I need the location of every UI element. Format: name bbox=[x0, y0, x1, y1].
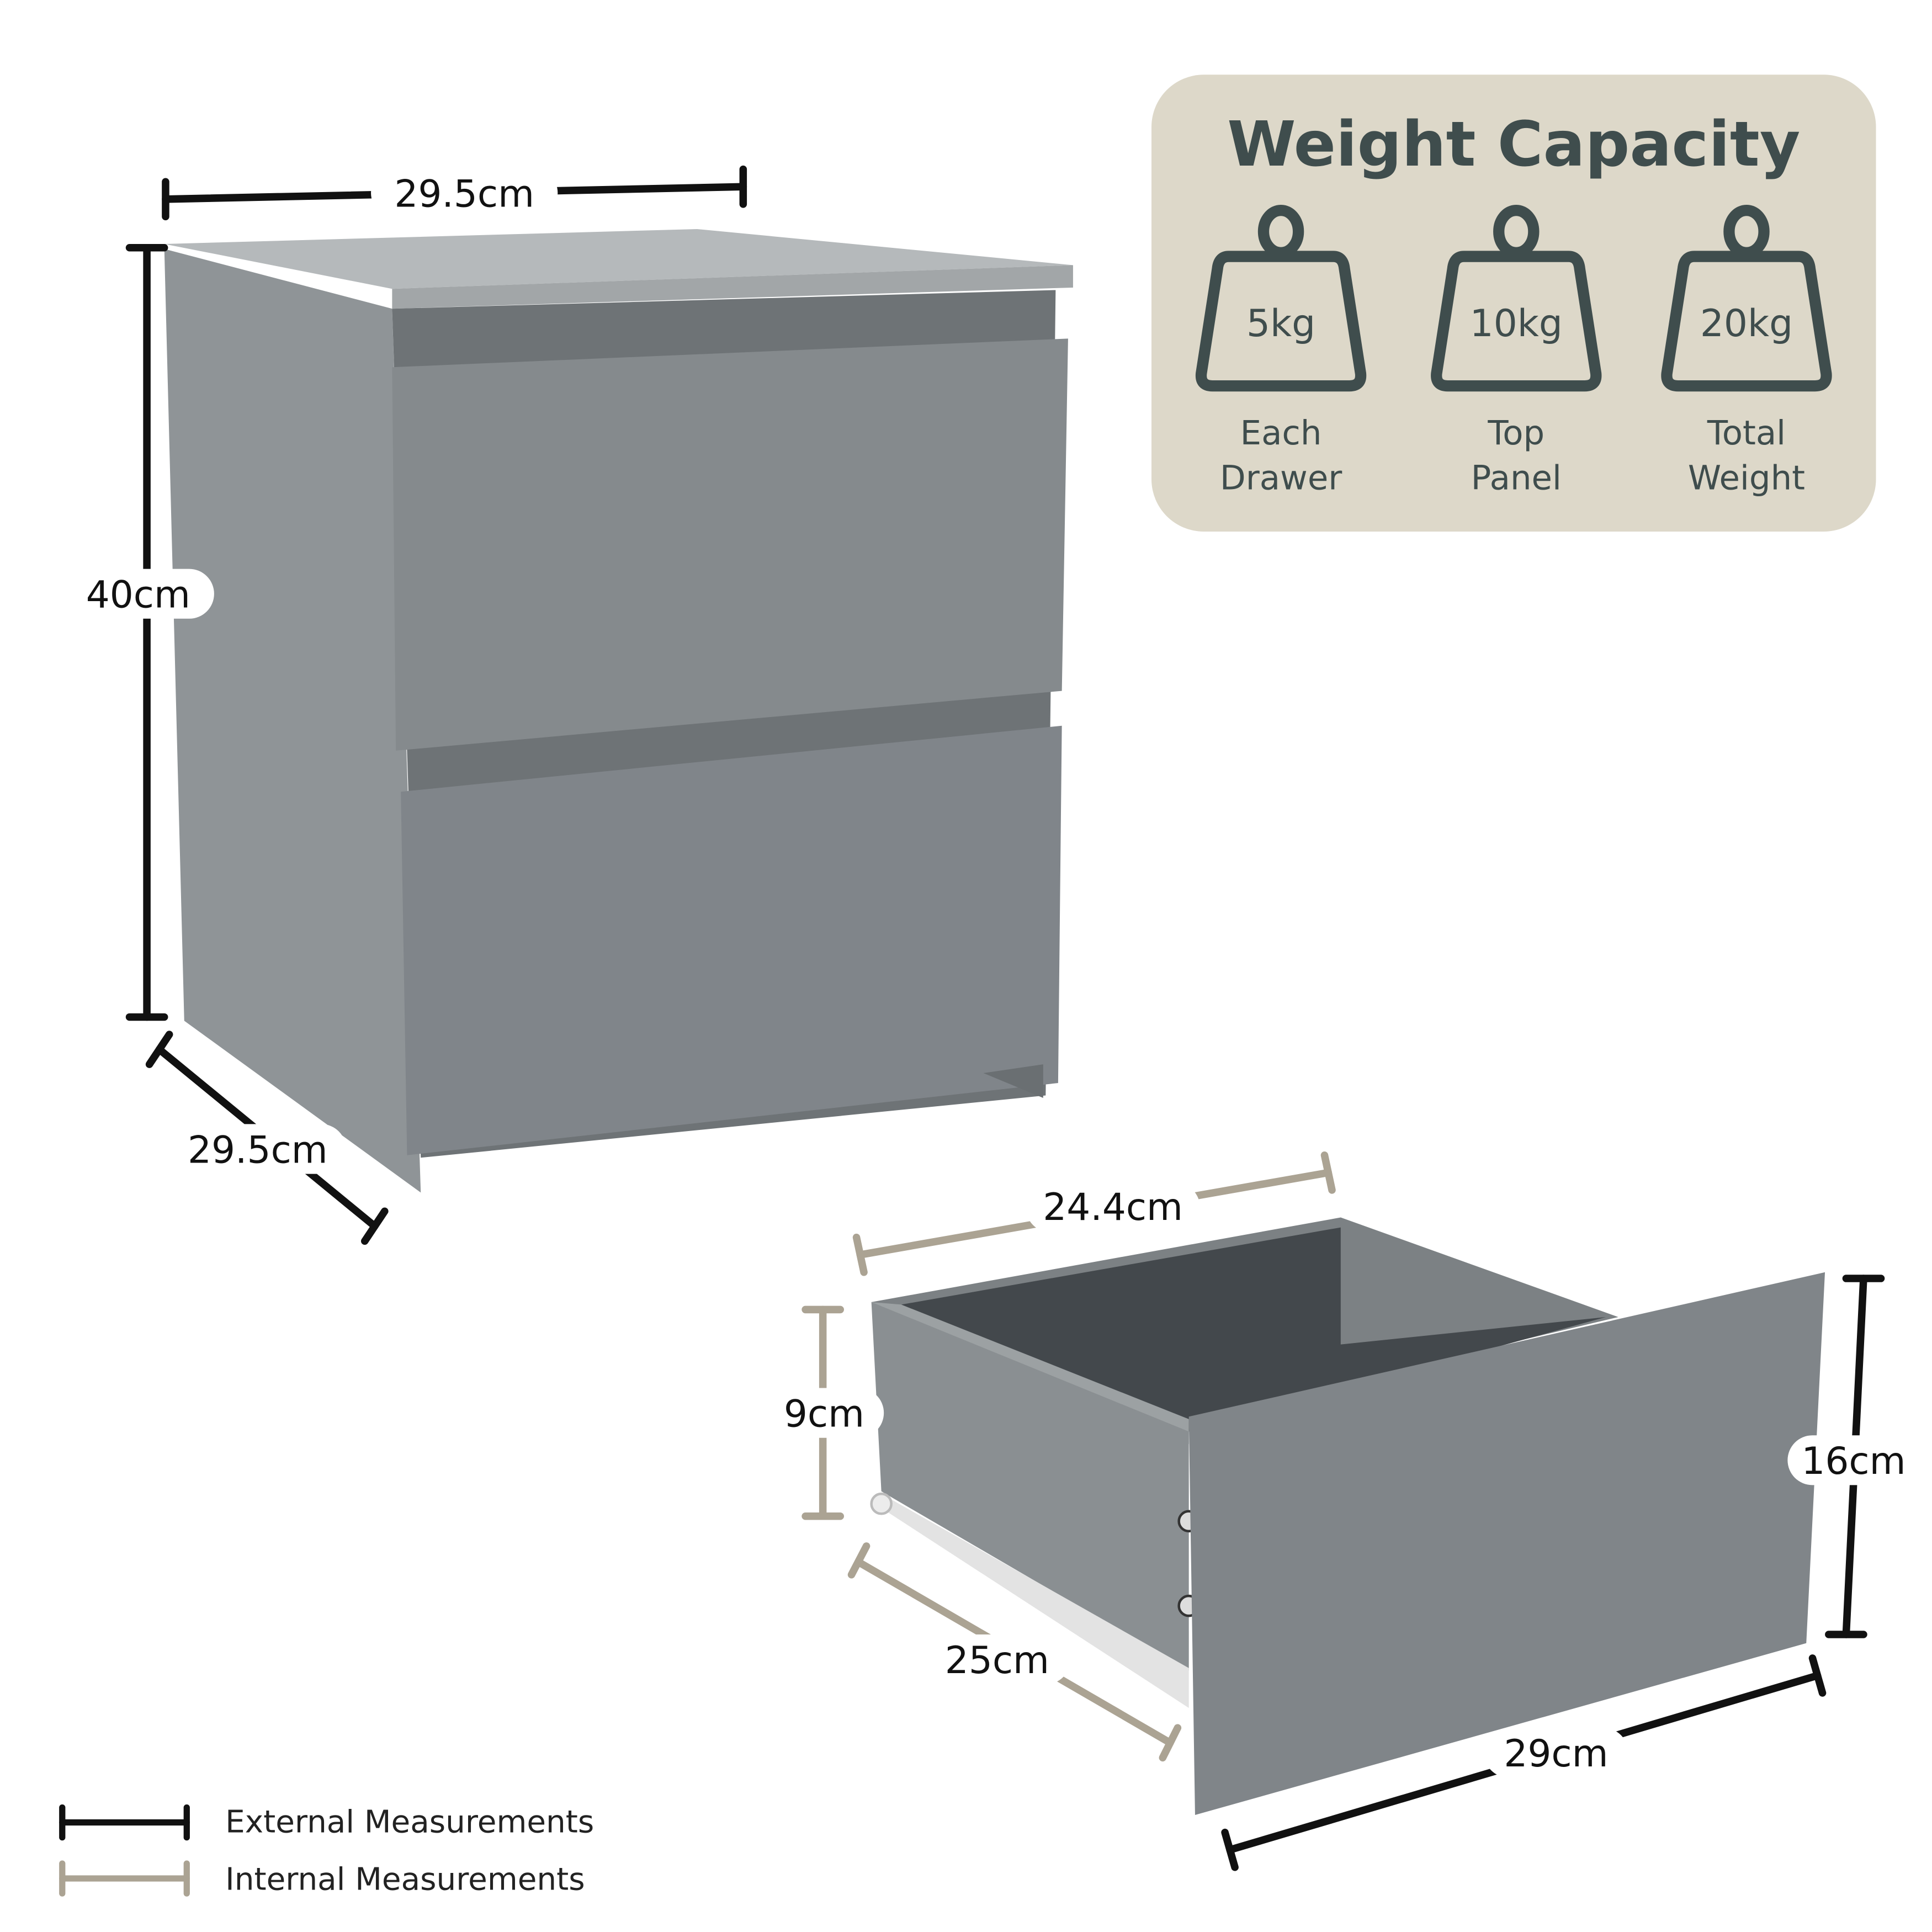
kettlebell-weight-icon bbox=[1195, 204, 1367, 392]
bedside-cabinet bbox=[164, 229, 1073, 1193]
weight-item-each-drawer: 5kg Each Drawer bbox=[1195, 204, 1367, 497]
cabinet-depth-label: 29.5cm bbox=[188, 1128, 328, 1171]
weight-label-line2: Weight bbox=[1688, 458, 1805, 497]
cabinet-top-edge bbox=[392, 265, 1073, 309]
weight-item-top-panel: 10kg Top Panel bbox=[1431, 204, 1602, 497]
runner-wheel bbox=[870, 1492, 893, 1515]
drawer-front-panel bbox=[1188, 1272, 1825, 1816]
cabinet-side-panel bbox=[164, 249, 421, 1193]
weight-value: 20kg bbox=[1700, 301, 1793, 345]
weight-value: 10kg bbox=[1470, 301, 1563, 345]
kettlebell-weight-icon bbox=[1661, 204, 1832, 392]
cabinet-height-label: 40cm bbox=[86, 573, 190, 617]
drawer-internal-depth-label: 25cm bbox=[945, 1638, 1049, 1682]
drawer-external-width-label: 29cm bbox=[1504, 1732, 1608, 1775]
legend: External Measurements Internal Measureme… bbox=[59, 1804, 594, 1897]
weight-label-line2: Panel bbox=[1471, 458, 1562, 497]
weight-label-line2: Drawer bbox=[1220, 458, 1342, 497]
open-drawer bbox=[870, 1217, 1825, 1816]
legend-internal-label: Internal Measurements bbox=[225, 1861, 585, 1897]
drawer-internal-height-label: 9cm bbox=[784, 1392, 864, 1435]
external-line-swatch bbox=[59, 1804, 190, 1841]
kettlebell-weight-icon bbox=[1431, 204, 1602, 392]
cabinet-height-dimension bbox=[125, 244, 168, 1021]
cabinet-leg bbox=[983, 1064, 1043, 1098]
weight-label-line1: Total bbox=[1707, 413, 1786, 453]
weight-value: 5kg bbox=[1246, 301, 1315, 345]
internal-line-swatch bbox=[59, 1860, 190, 1897]
legend-external-label: External Measurements bbox=[225, 1804, 594, 1840]
weight-capacity-title: Weight Capacity bbox=[1227, 108, 1800, 181]
weight-capacity-panel: Weight Capacity 5kg Each Drawer 10kg Top… bbox=[1151, 75, 1876, 532]
cabinet-drawer-bottom bbox=[401, 725, 1062, 1155]
weight-label-line1: Each bbox=[1240, 413, 1322, 453]
drawer-external-height-label: 16cm bbox=[1801, 1439, 1906, 1483]
cabinet-drawer-top bbox=[392, 338, 1068, 751]
weight-item-total-weight: 20kg Total Weight bbox=[1661, 204, 1832, 497]
cabinet-width-label: 29.5cm bbox=[394, 172, 534, 215]
drawer-internal-width-label: 24.4cm bbox=[1043, 1185, 1183, 1229]
weight-label-line1: Top bbox=[1487, 413, 1544, 453]
cabinet-top-surface bbox=[164, 229, 1073, 289]
drawer-runner-rail bbox=[881, 1494, 1189, 1708]
